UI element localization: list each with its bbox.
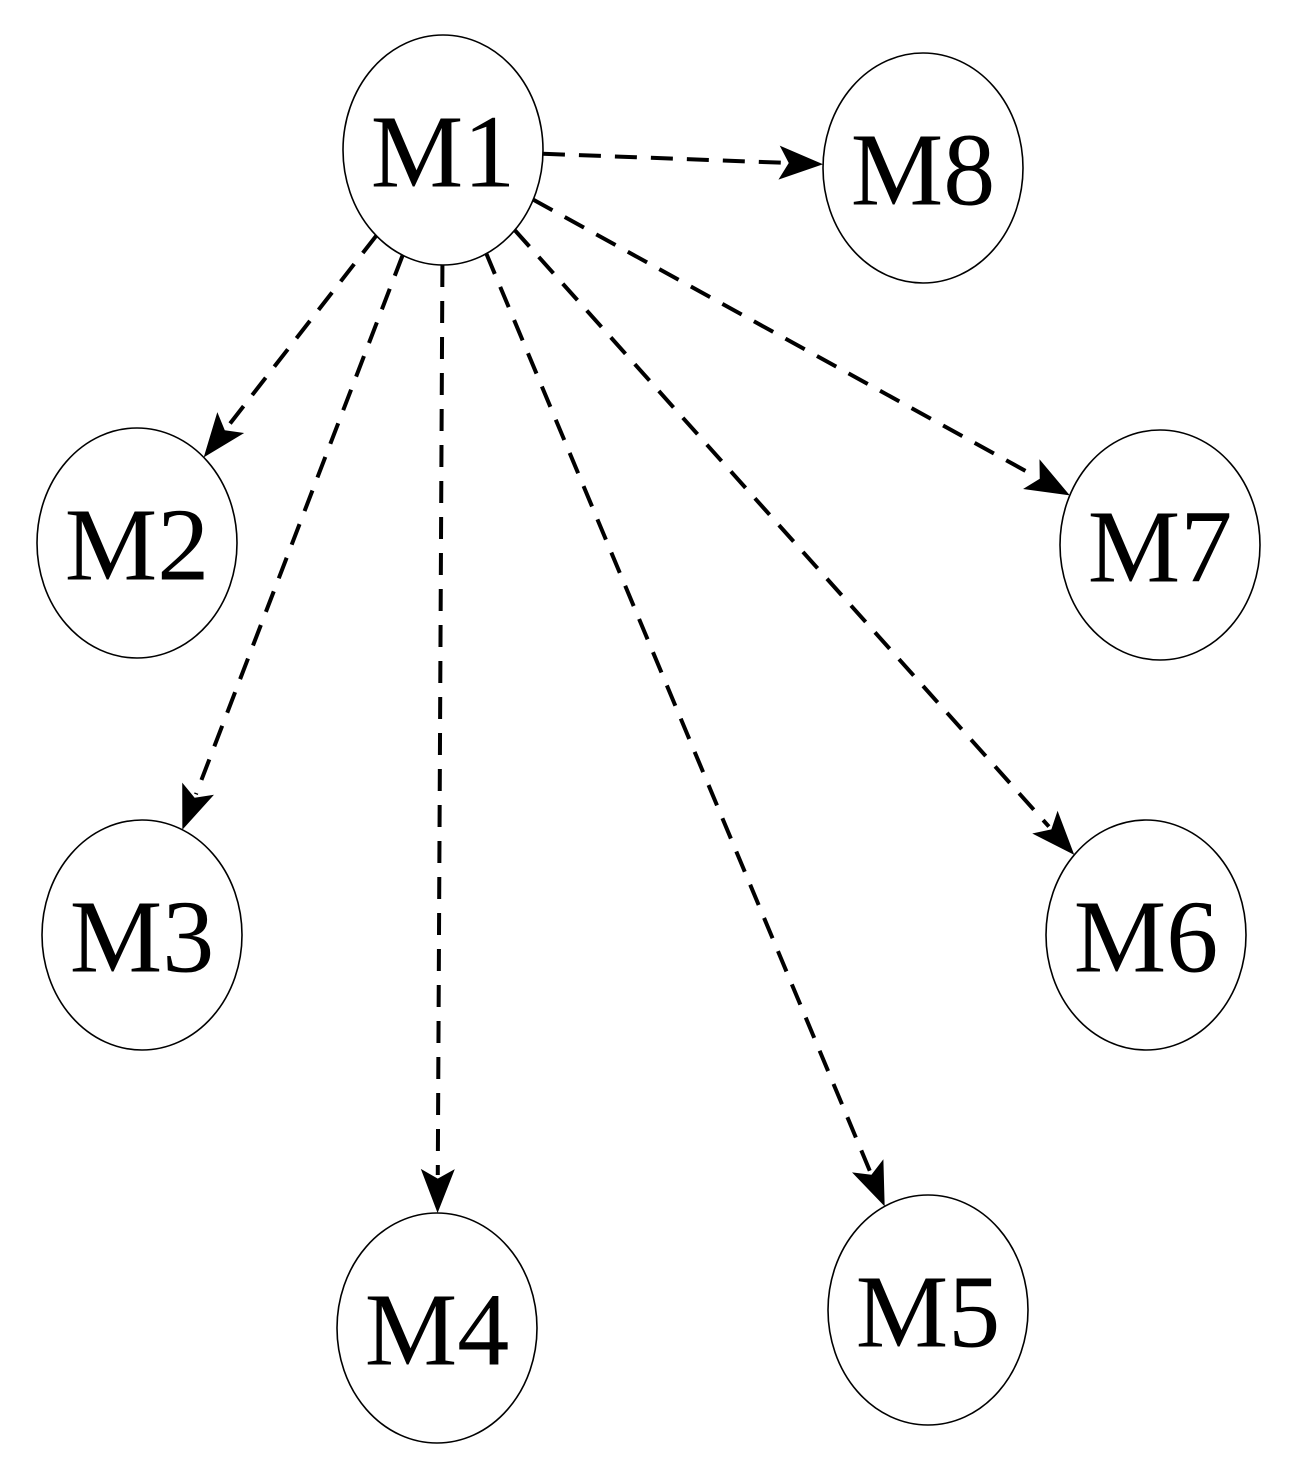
edge-m1-m5	[484, 252, 885, 1207]
arrowhead-icon	[1032, 810, 1075, 855]
edge-line	[435, 264, 445, 1176]
node-m3: M3	[41, 819, 243, 1051]
node-m5: M5	[827, 1194, 1029, 1426]
node-m2-circle	[36, 427, 238, 659]
node-m5-label: M5	[856, 1255, 1000, 1370]
node-m1-label: M1	[371, 95, 515, 210]
node-m7-circle	[1059, 429, 1261, 661]
edge-m1-m4	[420, 264, 455, 1214]
node-m4-circle	[336, 1212, 538, 1444]
nodes-layer: M1 M2 M3 M4 M5 M6 M7 M8	[36, 34, 1261, 1444]
node-m5-circle	[827, 1194, 1029, 1426]
node-m3-circle	[41, 819, 243, 1051]
edge-line	[542, 151, 786, 165]
node-m2: M2	[36, 427, 238, 659]
node-m8: M8	[822, 52, 1024, 284]
node-m7: M7	[1059, 429, 1261, 661]
node-m6-circle	[1045, 819, 1247, 1051]
edge-line	[225, 234, 378, 429]
node-m4: M4	[336, 1212, 538, 1444]
arrowhead-icon	[778, 145, 824, 180]
node-m1-circle	[342, 34, 544, 266]
node-m6-label: M6	[1074, 880, 1218, 995]
edge-line	[194, 254, 405, 796]
node-m8-label: M8	[851, 113, 995, 228]
arrowhead-icon	[203, 412, 245, 458]
arrowhead-icon	[420, 1168, 455, 1214]
node-m7-label: M7	[1088, 490, 1232, 605]
node-m3-label: M3	[70, 880, 214, 995]
edge-m1-m3	[182, 254, 405, 830]
edge-line	[513, 228, 1051, 828]
node-m4-label: M4	[365, 1273, 509, 1388]
node-m8-circle	[822, 52, 1024, 284]
node-m1: M1	[342, 34, 544, 266]
edge-line	[532, 197, 1038, 479]
edge-m1-m2	[203, 234, 378, 458]
arrowhead-icon	[852, 1159, 885, 1207]
edge-line	[484, 252, 872, 1173]
arrowhead-icon	[182, 782, 214, 830]
edge-m1-m7	[532, 197, 1070, 496]
node-m2-label: M2	[65, 488, 209, 603]
arrowhead-icon	[1023, 459, 1070, 496]
edges-layer	[182, 145, 1075, 1214]
edge-m1-m6	[513, 228, 1075, 855]
edge-m1-m8	[542, 145, 824, 180]
node-m6: M6	[1045, 819, 1247, 1051]
